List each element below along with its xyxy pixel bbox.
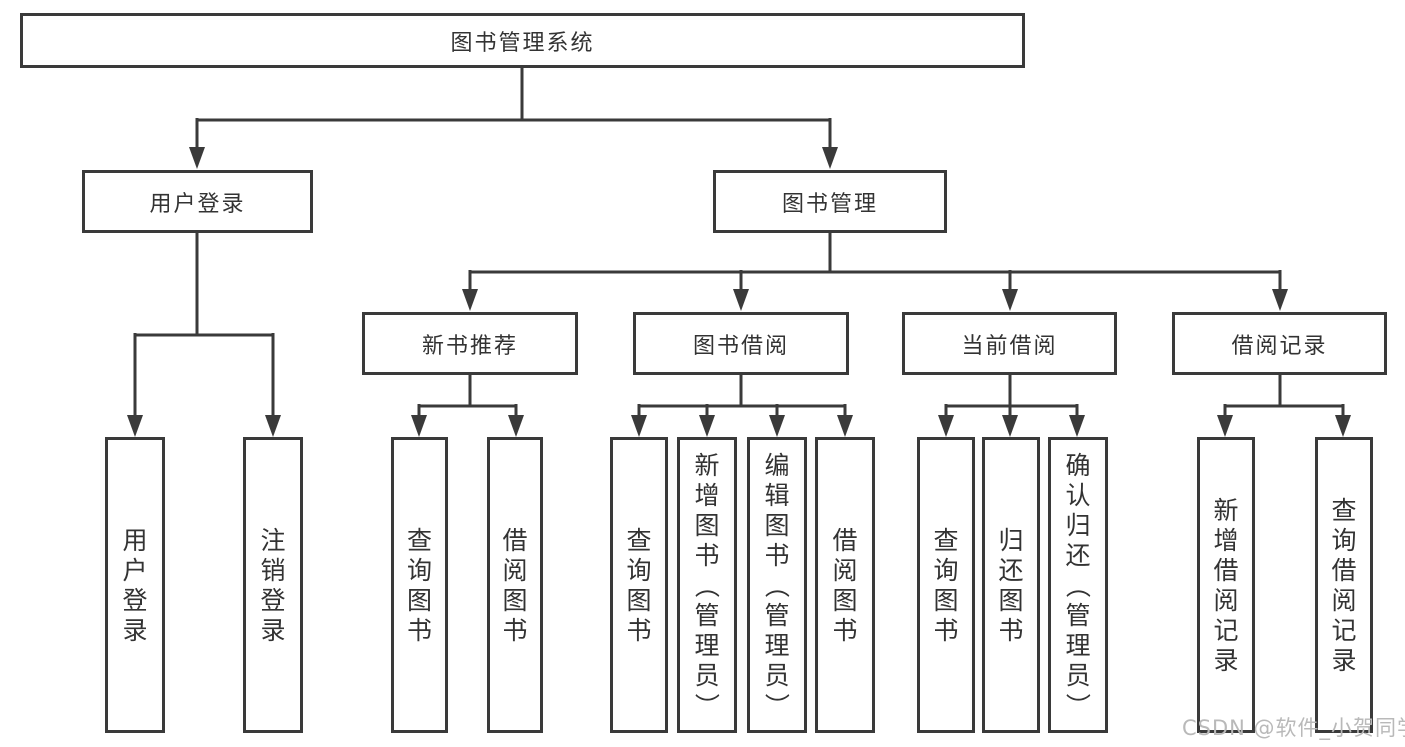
connector-current-to-leaves xyxy=(938,375,1085,437)
csdn-watermark: CSDN @软件_小贺同学 xyxy=(1182,716,1405,740)
connector-records-to-leaves xyxy=(1217,375,1351,437)
connector-book-mgmt-to-sections xyxy=(462,233,1288,311)
node-book-borrowing: 图书借阅 xyxy=(633,312,849,375)
leaf-borrow-books-borrowing: 借阅图书 xyxy=(815,437,875,733)
node-borrowing-records-label: 借阅记录 xyxy=(1231,333,1328,359)
node-current-borrowing: 当前借阅 xyxy=(902,312,1117,375)
leaf-query-books-borrowing: 查询图书 xyxy=(610,437,668,733)
leaf-confirm-return-admin: 确认归还（管理员） xyxy=(1048,437,1108,733)
node-book-management-label: 图书管理 xyxy=(781,191,878,217)
leaf-return-books: 归还图书 xyxy=(982,437,1040,733)
node-current-borrowing-label: 当前借阅 xyxy=(961,333,1058,359)
connector-new-books-to-leaves xyxy=(411,375,524,437)
node-new-book-recommend-label: 新书推荐 xyxy=(421,333,518,359)
connector-borrowing-to-leaves xyxy=(631,375,853,437)
connector-user-login-to-leaves xyxy=(127,233,281,437)
leaf-add-borrow-record: 新增借阅记录 xyxy=(1197,437,1255,733)
leaf-user-login: 用户登录 xyxy=(105,437,165,733)
leaf-edit-books-admin: 编辑图书（管理员） xyxy=(747,437,807,733)
leaf-borrow-books-recommend: 借阅图书 xyxy=(487,437,543,733)
leaf-add-books-admin: 新增图书（管理员） xyxy=(677,437,737,733)
node-book-borrowing-label: 图书借阅 xyxy=(692,333,789,359)
node-user-login-label: 用户登录 xyxy=(149,191,246,217)
connector-root-to-branches xyxy=(189,68,838,169)
leaf-logout: 注销登录 xyxy=(243,437,303,733)
leaf-query-books-current: 查询图书 xyxy=(917,437,975,733)
node-root-label: 图书管理系统 xyxy=(450,30,595,56)
node-book-management: 图书管理 xyxy=(713,170,947,233)
node-user-login: 用户登录 xyxy=(82,170,313,233)
leaf-query-borrow-record: 查询借阅记录 xyxy=(1315,437,1373,733)
leaf-query-books-recommend: 查询图书 xyxy=(391,437,448,733)
node-borrowing-records: 借阅记录 xyxy=(1172,312,1387,375)
node-new-book-recommend: 新书推荐 xyxy=(362,312,578,375)
node-root-system: 图书管理系统 xyxy=(20,13,1025,68)
